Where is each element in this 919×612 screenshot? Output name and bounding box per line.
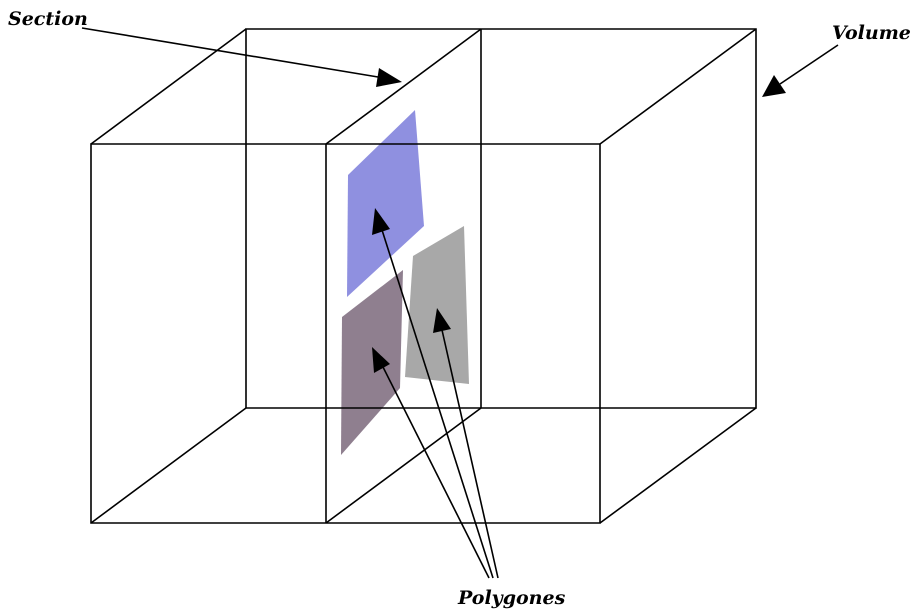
arrows-group <box>81 27 839 579</box>
volume-box <box>90 28 757 524</box>
volume-edge-top-left <box>90 28 247 145</box>
polygon-mauve <box>341 270 403 455</box>
polygon-blue <box>347 110 424 297</box>
volume-edge-top-right <box>599 28 757 145</box>
polygon-gray <box>405 226 469 384</box>
polygons-group <box>341 110 469 455</box>
polygones-label: Polygones <box>457 587 566 609</box>
section-plane <box>325 28 482 524</box>
volume-arrow <box>762 44 839 97</box>
volume-edge-bottom-left <box>90 407 247 524</box>
polygone-arrow-blue <box>372 208 494 579</box>
section-arrow <box>81 27 402 87</box>
section-bottom-edge <box>325 407 482 524</box>
section-label: Section <box>8 8 88 30</box>
volume-label: Volume <box>832 22 911 44</box>
volume-edge-bottom-right <box>599 407 757 524</box>
polygone-arrow-gray <box>433 308 499 579</box>
section-top-edge <box>325 28 482 145</box>
polygone-arrow-mauve <box>372 347 490 579</box>
